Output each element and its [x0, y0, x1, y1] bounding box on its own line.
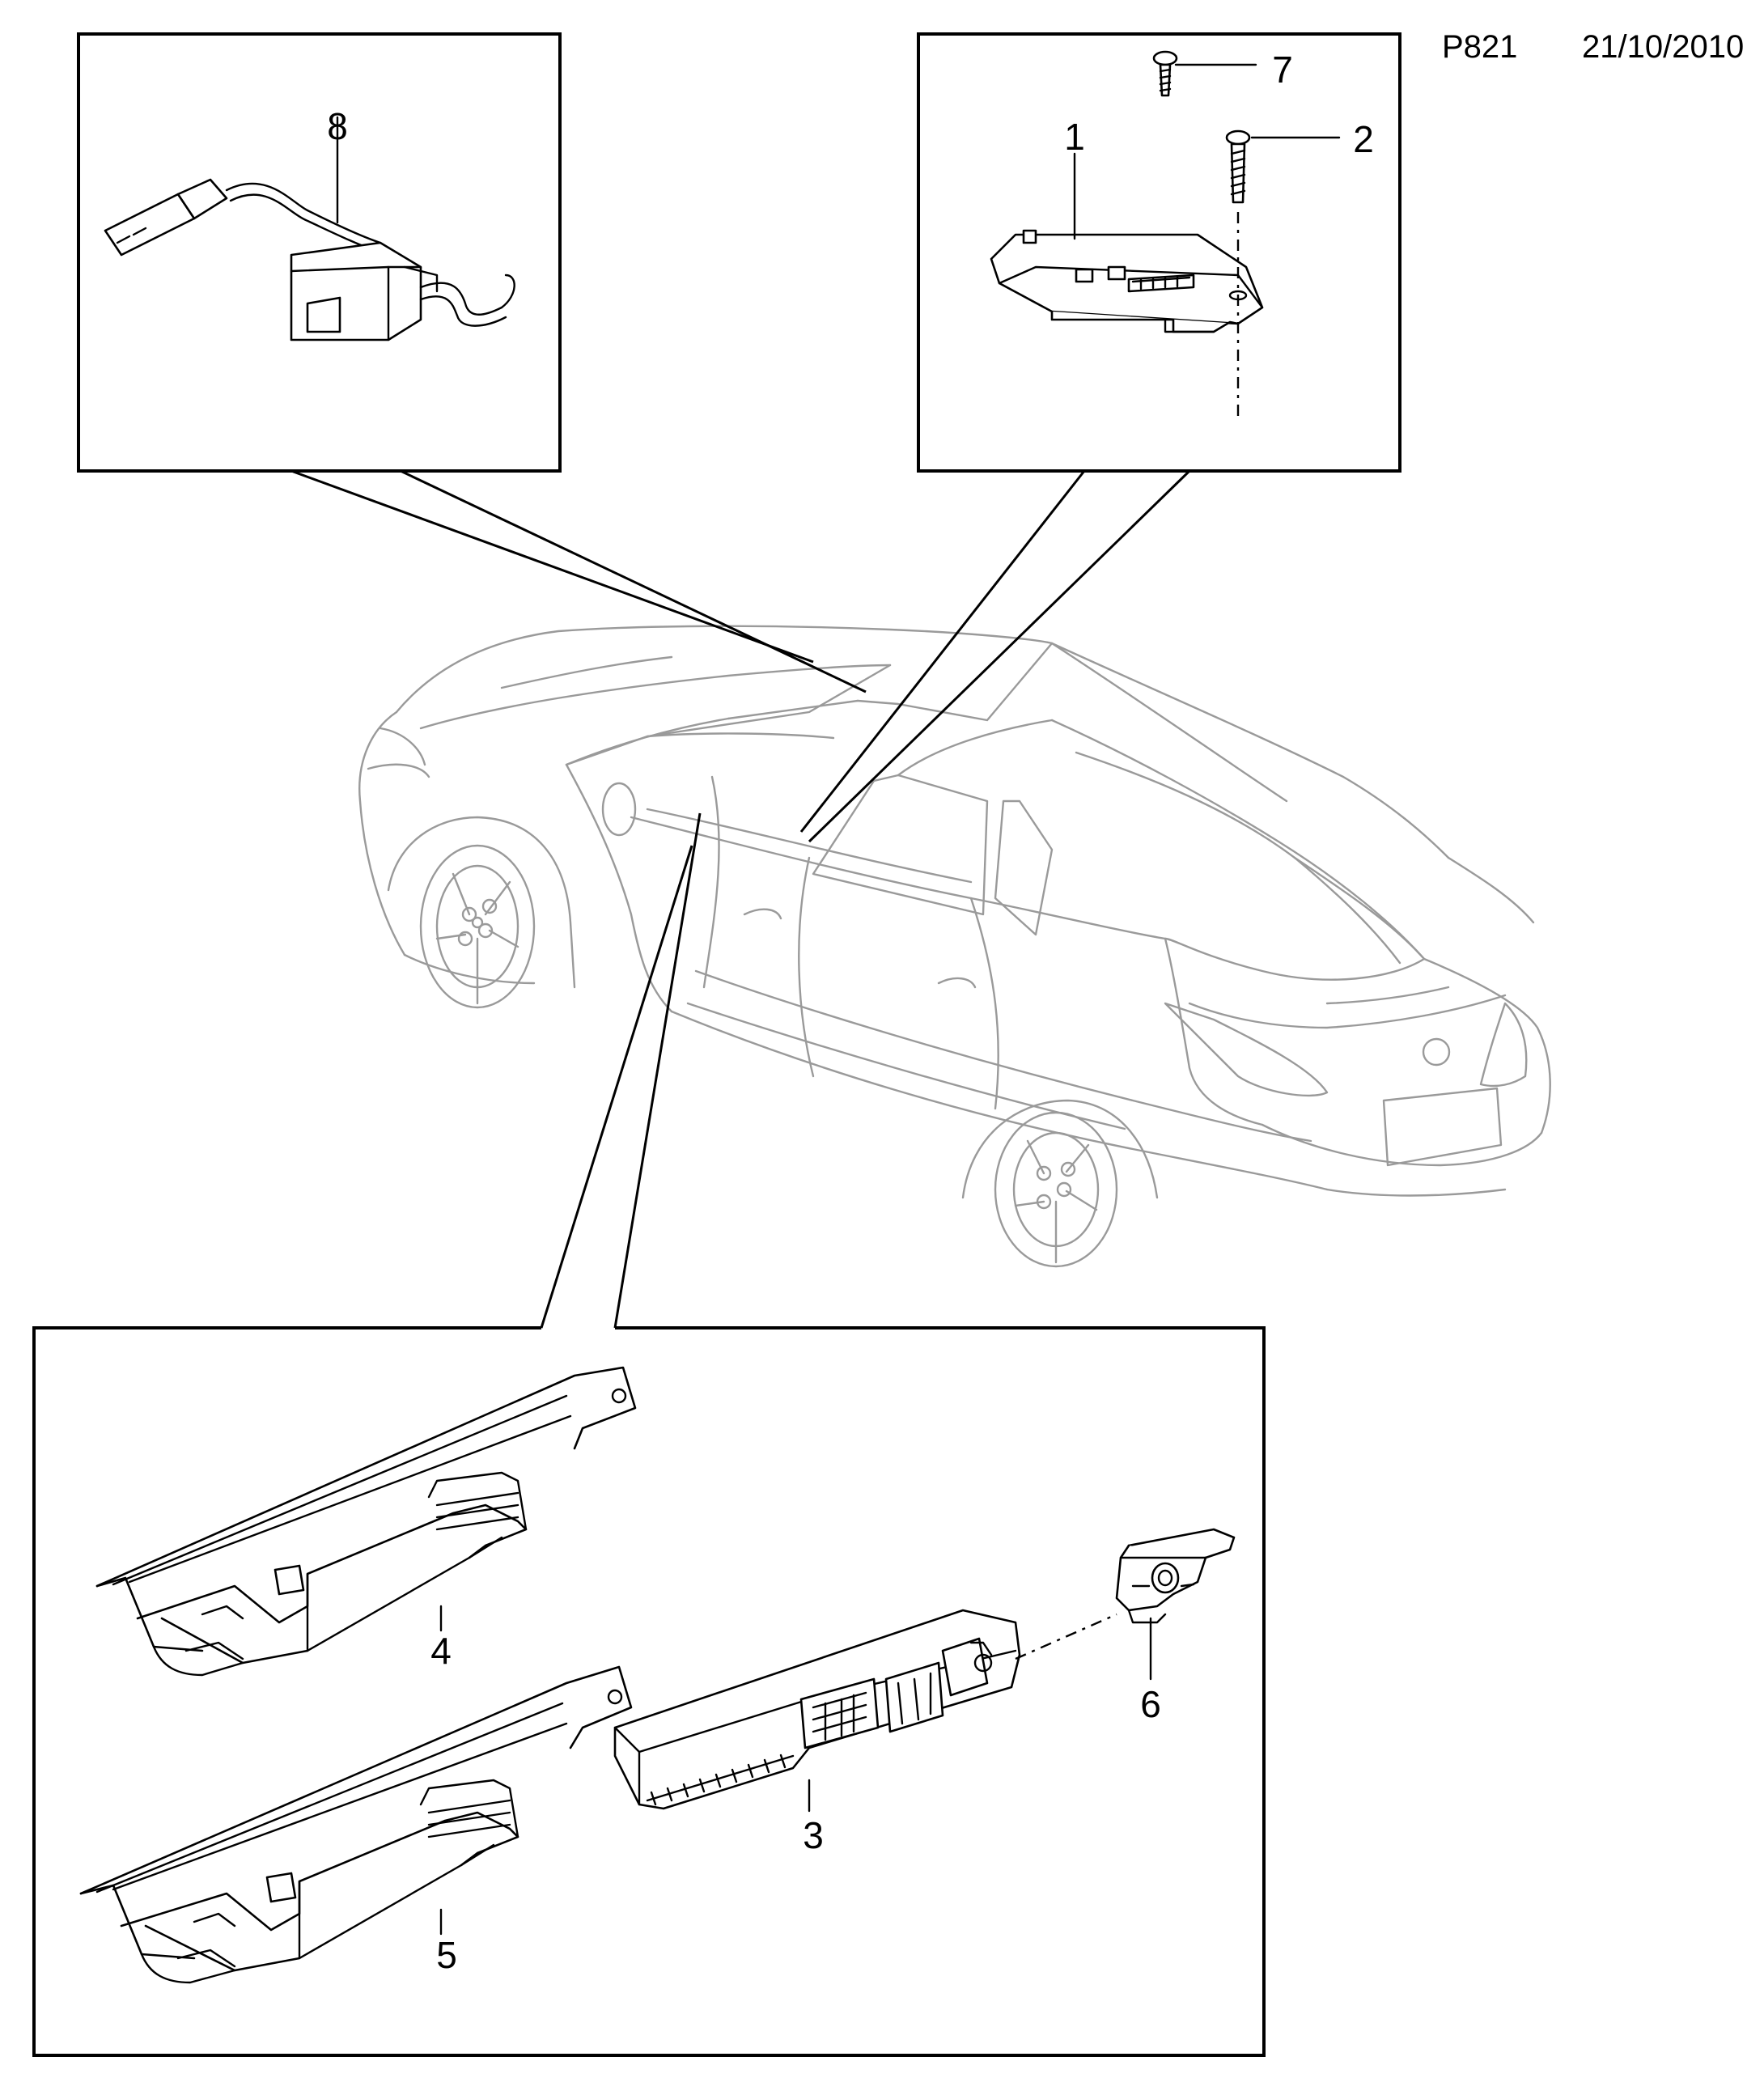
part-1-control-module — [990, 212, 1264, 421]
callout-labels: 8 1 2 7 4 5 3 6 — [327, 49, 1374, 1976]
callout-7: 7 — [1272, 49, 1293, 91]
detail-frame-bottom — [32, 1326, 1266, 2057]
callout-6: 6 — [1140, 1683, 1161, 1725]
part-6-connector — [1115, 1528, 1236, 1624]
callout-4: 4 — [430, 1630, 452, 1672]
part-8-cable-module — [104, 178, 515, 341]
page-date: 21/10/2010 — [1582, 29, 1745, 65]
part-3-control-unit — [613, 1609, 1117, 1810]
callout-3: 3 — [803, 1814, 824, 1856]
callout-8: 8 — [327, 105, 348, 147]
callout-2: 2 — [1353, 118, 1374, 160]
car-illustration — [358, 625, 1551, 1268]
part-4-bracket-module — [95, 1366, 637, 1677]
leader-lines — [290, 469, 1191, 1329]
detail-frame-top-right — [917, 32, 1401, 473]
detail-frame-top-left — [77, 32, 562, 473]
part-2-bolt — [1225, 129, 1251, 204]
page-code: P821 — [1442, 29, 1518, 65]
part-7-screw — [1152, 50, 1178, 97]
callout-5: 5 — [436, 1934, 457, 1976]
callout-1: 1 — [1064, 116, 1085, 158]
callout-leaders — [336, 63, 1341, 1936]
part-5-bracket-module — [79, 1665, 633, 1984]
